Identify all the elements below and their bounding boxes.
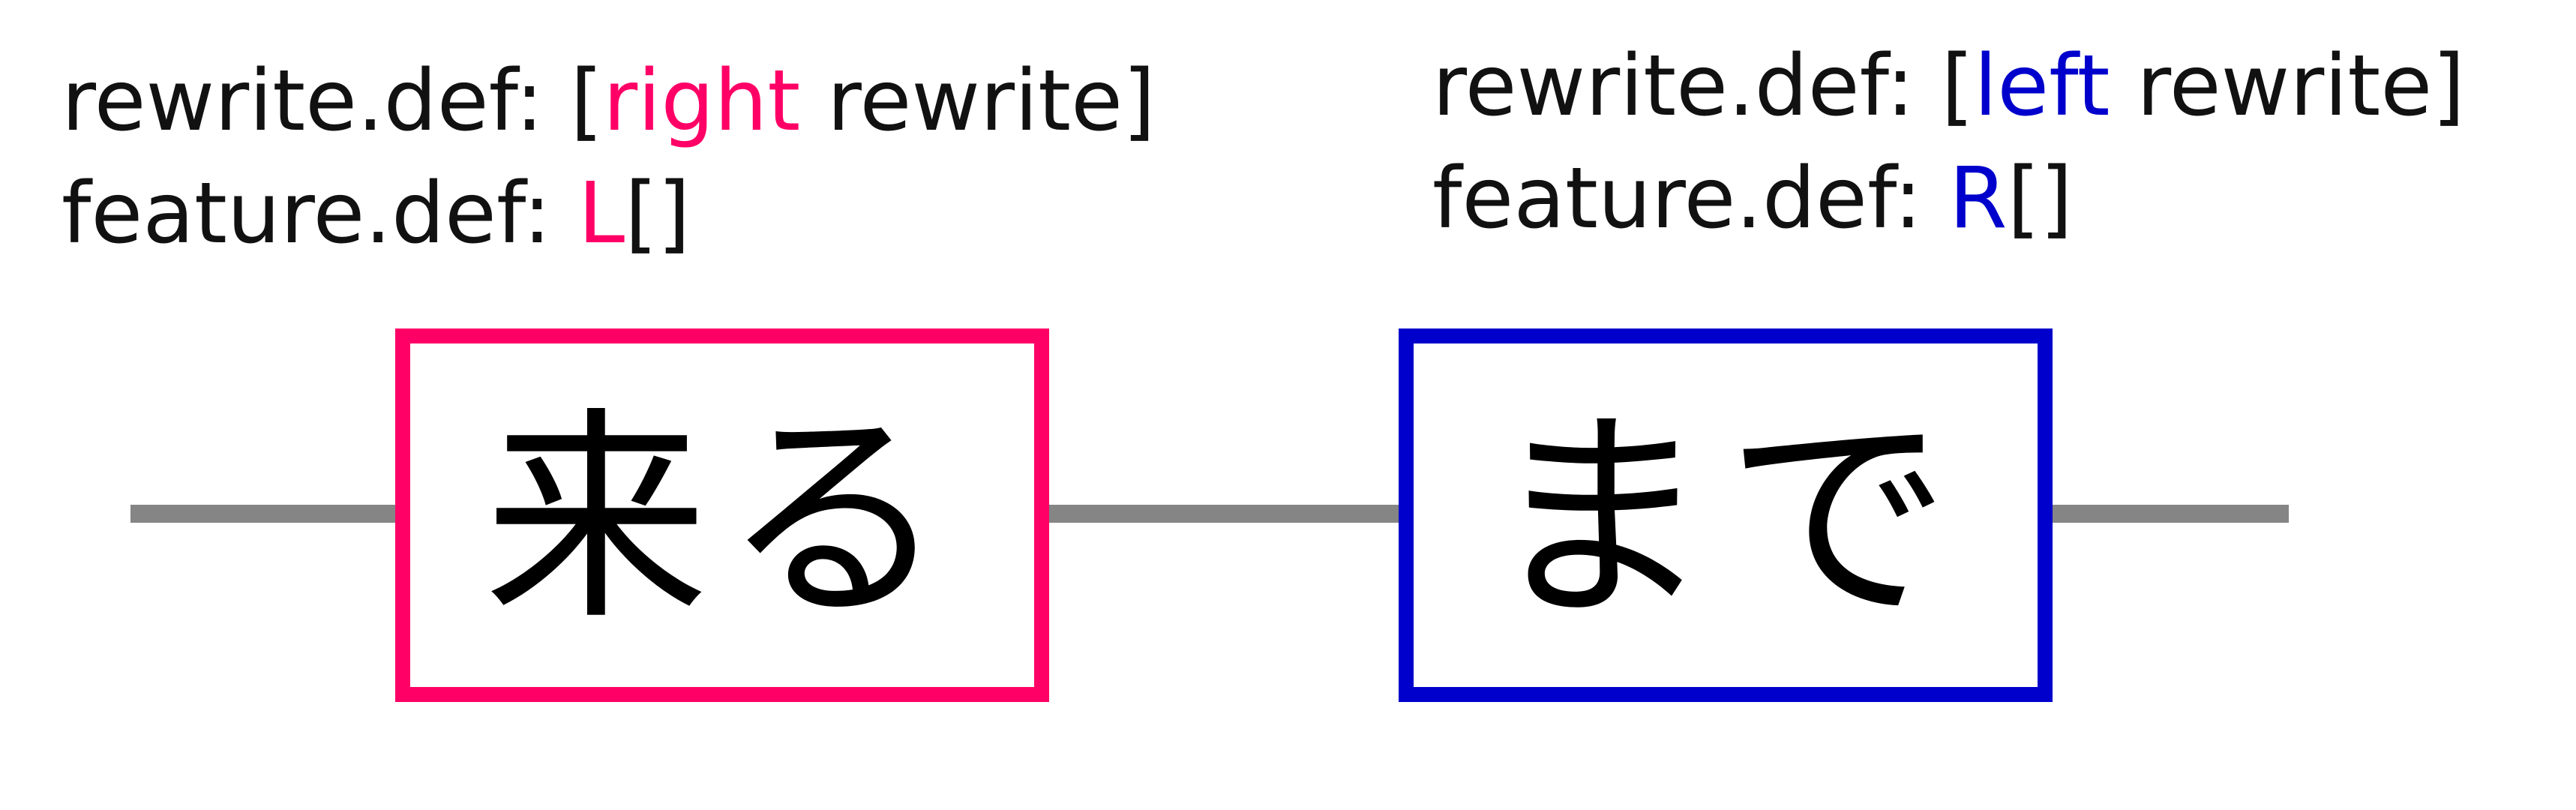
left-feature-prefix: feature.def:: [61, 165, 578, 262]
right-rewrite-keyword: left: [1974, 38, 2110, 135]
right-label-block: rewrite.def: [left rewrite] feature.def:…: [1432, 30, 2465, 255]
left-rewrite-prefix: rewrite.def: [: [61, 52, 604, 150]
right-rewrite-line: rewrite.def: [left rewrite]: [1432, 30, 2465, 142]
right-feature-line: feature.def: R[]: [1432, 142, 2465, 255]
right-feature-prefix: feature.def:: [1432, 150, 1949, 248]
connector-between-nodes: [1044, 505, 1408, 523]
left-feature-line: feature.def: L[]: [61, 158, 1156, 270]
right-feature-suffix: []: [2007, 150, 2073, 248]
left-rewrite-line: rewrite.def: [right rewrite]: [61, 45, 1156, 158]
left-rewrite-keyword: right: [603, 52, 801, 150]
node-right: まで: [1399, 328, 2053, 702]
right-feature-keyword: R: [1948, 150, 2008, 248]
left-rewrite-suffix: rewrite]: [800, 52, 1156, 150]
right-rewrite-suffix: rewrite]: [2110, 38, 2465, 135]
connector-left-outer: [130, 505, 402, 523]
connector-right-outer: [2049, 505, 2289, 523]
node-left-text: 来る: [484, 388, 961, 650]
right-rewrite-prefix: rewrite.def: [: [1432, 38, 1975, 135]
node-left: 来る: [395, 328, 1049, 702]
left-feature-keyword: L: [577, 165, 625, 262]
left-feature-suffix: []: [625, 165, 691, 262]
node-right-text: まで: [1487, 388, 1964, 650]
left-label-block: rewrite.def: [right rewrite] feature.def…: [61, 45, 1156, 270]
